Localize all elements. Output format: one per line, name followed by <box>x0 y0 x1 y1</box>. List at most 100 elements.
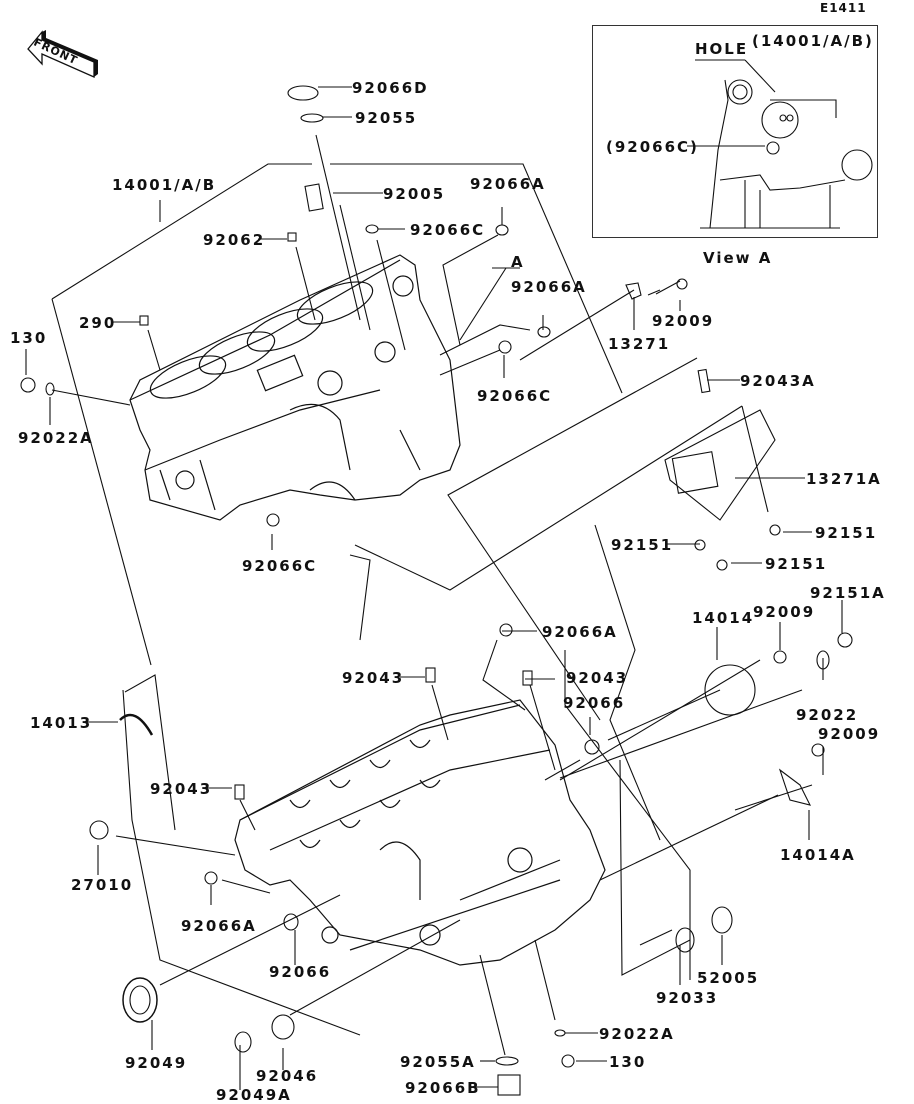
view-a-artwork <box>687 59 873 229</box>
callout-14013[interactable]: 14013 <box>30 714 93 732</box>
plug-92066-r <box>584 739 600 755</box>
callout-14014A[interactable]: 14014A <box>780 846 856 864</box>
callout-130-left[interactable]: 130 <box>10 329 48 347</box>
washer-92022 <box>816 650 830 670</box>
callout-13271A[interactable]: 13271A <box>806 470 882 488</box>
callout-92066-right[interactable]: 92066 <box>563 694 626 712</box>
bearing-92046 <box>271 1014 295 1040</box>
bolt-92151-r <box>769 524 781 536</box>
callout-92066C-top[interactable]: 92066C <box>410 221 486 239</box>
callout-92066B[interactable]: 92066B <box>405 1079 481 1097</box>
callout-92009-top[interactable]: 92009 <box>652 312 715 330</box>
callout-290[interactable]: 290 <box>79 314 117 332</box>
lower-crankcase <box>234 699 606 966</box>
callout-92046[interactable]: 92046 <box>256 1067 319 1085</box>
dowel-92043-a <box>425 667 436 683</box>
callout-92043A[interactable]: 92043A <box>740 372 816 390</box>
callout-14001AB[interactable]: 14001/A/B <box>112 176 217 194</box>
view-a-marker: A <box>511 253 525 271</box>
switch-27010 <box>89 820 109 840</box>
bolt-92009-low <box>811 743 825 757</box>
plug-290 <box>139 315 149 326</box>
cap-52005 <box>711 906 733 934</box>
callout-92151-left[interactable]: 92151 <box>611 536 674 554</box>
plug-92066C-3 <box>266 513 280 527</box>
gasket-14014 <box>704 664 756 716</box>
plug-92066A-4 <box>204 871 218 885</box>
dowel-92043-c <box>234 784 245 800</box>
seal-92049A <box>234 1031 252 1053</box>
bolt-92151-l <box>694 539 706 551</box>
callout-52005[interactable]: 52005 <box>697 969 760 987</box>
bolt-92009-mid <box>773 650 787 664</box>
upper-crankcase <box>129 254 461 521</box>
o-ring-92055A <box>495 1056 519 1066</box>
bolt-130-bot <box>561 1054 575 1068</box>
callout-92043-b[interactable]: 92043 <box>566 669 629 687</box>
callout-92049A[interactable]: 92049A <box>216 1086 292 1104</box>
callout-14014[interactable]: 14014 <box>692 609 755 627</box>
upper-crankcase-frame <box>51 163 623 666</box>
callout-92055[interactable]: 92055 <box>355 109 418 127</box>
guide-14013 <box>119 713 154 736</box>
callout-92055A[interactable]: 92055A <box>400 1053 476 1071</box>
plug-92066A-2 <box>537 326 551 338</box>
callout-92066C-low[interactable]: 92066C <box>242 557 318 575</box>
callout-92005[interactable]: 92005 <box>383 185 446 203</box>
leader-lines <box>25 86 843 1090</box>
callout-27010[interactable]: 27010 <box>71 876 134 894</box>
plug-92066-l <box>283 913 299 931</box>
view-a-part-label: (92066C) <box>606 138 699 156</box>
callout-92066A-mid[interactable]: 92066A <box>511 278 587 296</box>
callout-92009-mid[interactable]: 92009 <box>753 603 816 621</box>
washer-92022A <box>45 382 55 396</box>
callout-92066-left[interactable]: 92066 <box>269 963 332 981</box>
callout-92066A-left[interactable]: 92066A <box>181 917 257 935</box>
callout-13271[interactable]: 13271 <box>608 335 671 353</box>
callout-92151A[interactable]: 92151A <box>810 584 886 602</box>
plug-92066C-2 <box>498 340 512 354</box>
bolt-130 <box>20 377 36 393</box>
callout-92033[interactable]: 92033 <box>656 989 719 1007</box>
callout-92043-c[interactable]: 92043 <box>150 780 213 798</box>
plug-92066A <box>495 224 509 236</box>
callout-92151-right[interactable]: 92151 <box>815 524 878 542</box>
callout-130-bottom[interactable]: 130 <box>609 1053 647 1071</box>
callout-92066C-mid[interactable]: 92066C <box>477 387 553 405</box>
view-a-hole-label: HOLE <box>695 40 749 58</box>
bracket-13271A <box>664 409 776 521</box>
callout-92022[interactable]: 92022 <box>796 706 859 724</box>
bolt-92151A <box>837 632 853 648</box>
plug-92066A-3 <box>499 623 513 637</box>
oil-seal-92049 <box>122 977 158 1023</box>
callout-92062[interactable]: 92062 <box>203 231 266 249</box>
callout-92022A-bottom[interactable]: 92022A <box>599 1025 675 1043</box>
small-parts <box>20 85 853 1096</box>
dowel-92005 <box>304 183 324 212</box>
callout-92066D[interactable]: 92066D <box>352 79 429 97</box>
callout-92066A-top[interactable]: 92066A <box>470 175 546 193</box>
bolt-92009 <box>655 280 681 295</box>
callout-92066A-lower[interactable]: 92066A <box>542 623 618 641</box>
front-direction-arrow: FRONT <box>20 22 100 80</box>
circlip-92033 <box>675 927 695 953</box>
jet-92062 <box>287 232 297 242</box>
view-a-ref-label: (14001/A/B) <box>752 32 874 50</box>
o-ring-92055 <box>300 113 324 123</box>
plug-92066D <box>287 85 319 101</box>
plug-92066B <box>497 1074 521 1096</box>
front-arrow-icon <box>27 30 98 78</box>
view-a-inset <box>592 25 878 238</box>
callout-92009-low[interactable]: 92009 <box>818 725 881 743</box>
bracket-13271 <box>625 282 642 300</box>
callout-92043-a[interactable]: 92043 <box>342 669 405 687</box>
plug-92066C <box>365 224 379 234</box>
washer-92022A-bot <box>554 1029 566 1037</box>
callout-92022A-left[interactable]: 92022A <box>18 429 94 447</box>
dowel-92043-b <box>522 670 533 686</box>
callout-92049[interactable]: 92049 <box>125 1054 188 1072</box>
bolt-92151-c <box>716 559 728 571</box>
callout-92151-center[interactable]: 92151 <box>765 555 828 573</box>
